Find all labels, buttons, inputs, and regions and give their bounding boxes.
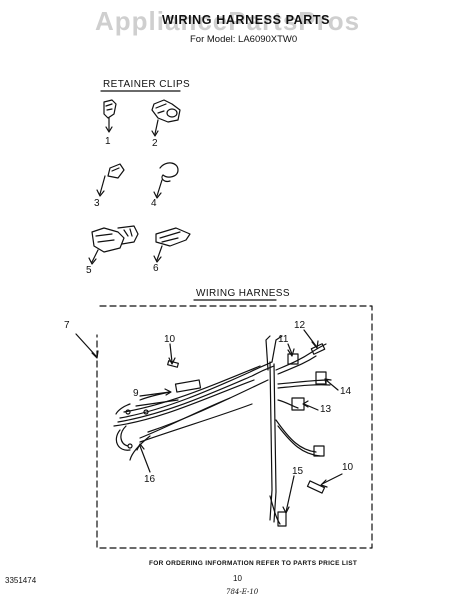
callout-11-leader bbox=[287, 343, 293, 355]
callout-7: 7 bbox=[64, 320, 70, 331]
callout-12-leader bbox=[303, 329, 317, 347]
wiring-harness-heading: WIRING HARNESS bbox=[196, 288, 290, 299]
callout-13: 13 bbox=[320, 404, 332, 415]
callout-13-leader bbox=[303, 403, 319, 411]
callout-10a-leader bbox=[169, 343, 173, 363]
connector-lower-right bbox=[313, 445, 325, 457]
connector-10-lower bbox=[306, 480, 326, 494]
harness-bundle bbox=[113, 335, 331, 525]
callout-6: 6 bbox=[153, 263, 159, 274]
callout-14: 14 bbox=[340, 386, 352, 397]
callout-1: 1 bbox=[105, 136, 111, 147]
callout-14-leader bbox=[325, 379, 339, 391]
callout-10-lower: 10 bbox=[342, 462, 354, 473]
callout-9-leader bbox=[139, 391, 171, 397]
callout-9: 9 bbox=[133, 388, 139, 399]
document-number: 3351474 bbox=[5, 576, 37, 585]
connector-15 bbox=[277, 511, 287, 527]
watermark: AppliancePartsPros bbox=[95, 6, 361, 36]
clip-5-drawing bbox=[88, 225, 139, 265]
callout-12: 12 bbox=[294, 320, 306, 331]
page-title: WIRING HARNESS PARTS bbox=[162, 13, 331, 27]
callout-10-upper: 10 bbox=[164, 334, 176, 345]
callout-3: 3 bbox=[94, 198, 100, 209]
callout-7-leader bbox=[75, 333, 97, 357]
callout-11: 11 bbox=[278, 334, 289, 345]
clip-2-drawing bbox=[151, 99, 181, 137]
clip-6-drawing bbox=[153, 227, 191, 263]
model-number: For Model: LA6090XTW0 bbox=[190, 34, 298, 45]
callout-15: 15 bbox=[292, 466, 304, 477]
connector-14 bbox=[315, 371, 327, 385]
callout-15-leader bbox=[285, 475, 295, 513]
clip-1-drawing bbox=[103, 99, 117, 133]
retainer-clips-heading: RETAINER CLIPS bbox=[103, 79, 191, 90]
callout-16-leader bbox=[139, 445, 151, 473]
callout-4: 4 bbox=[151, 198, 157, 209]
callout-10b-leader bbox=[321, 473, 343, 485]
callout-5: 5 bbox=[86, 265, 92, 276]
callout-16: 16 bbox=[144, 474, 156, 485]
clip-3-drawing bbox=[96, 163, 125, 197]
page-number: 10 bbox=[233, 574, 242, 583]
handwritten-note: 784-E-10 bbox=[226, 588, 259, 596]
clip-4-drawing bbox=[153, 162, 179, 199]
callout-2: 2 bbox=[152, 138, 158, 149]
connector-12 bbox=[310, 343, 326, 355]
ordering-note: FOR ORDERING INFORMATION REFER TO PARTS … bbox=[149, 560, 358, 567]
harness-border bbox=[96, 305, 373, 549]
connector-9 bbox=[174, 379, 202, 393]
